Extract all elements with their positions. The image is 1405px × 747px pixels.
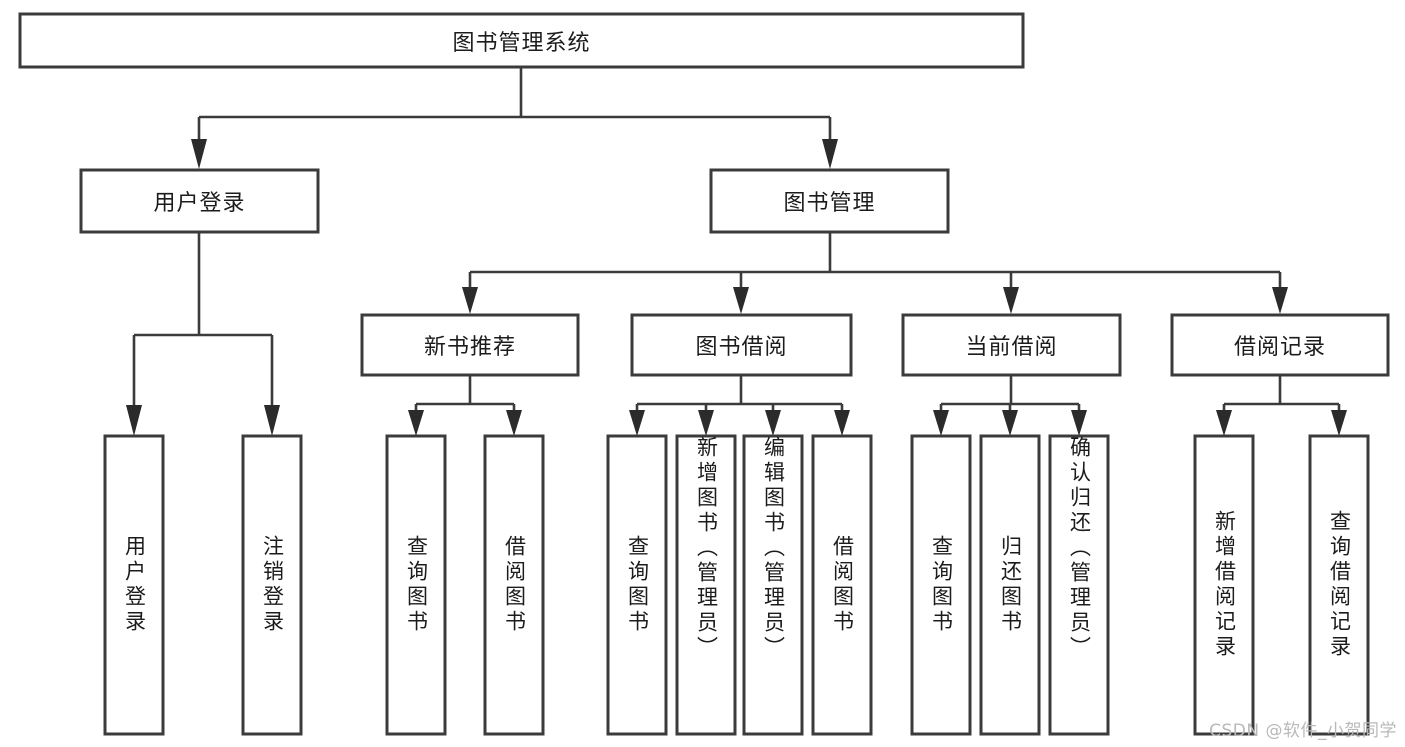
node-box-leaf-query-book-3[interactable] xyxy=(910,434,972,736)
node-box-leaf-logout[interactable] xyxy=(241,434,303,736)
node-box-borrow-record[interactable] xyxy=(1170,313,1390,377)
node-box-book-borrow[interactable] xyxy=(630,313,853,377)
watermark-text: CSDN @软件_小贺同学 xyxy=(1209,721,1397,741)
node-box-leaf-edit-book[interactable] xyxy=(742,434,804,736)
arrow-head-user-login xyxy=(191,139,207,169)
node-box-leaf-user-login[interactable] xyxy=(103,434,165,736)
node-box-user-login[interactable] xyxy=(79,168,320,234)
arrow-head-leaf-logout xyxy=(264,405,280,436)
node-box-leaf-query-book-1[interactable] xyxy=(385,434,447,736)
arrow-head-leaf-query-book-2 xyxy=(629,410,645,436)
node-box-leaf-query-book-2[interactable] xyxy=(606,434,668,736)
node-box-leaf-add-book[interactable] xyxy=(675,434,737,736)
arrow-head-leaf-borrow-book-1 xyxy=(506,410,522,436)
arrow-head-leaf-user-login xyxy=(126,405,142,436)
arrow-head-leaf-add-book xyxy=(698,410,714,436)
node-box-leaf-return-book[interactable] xyxy=(979,434,1041,736)
node-box-book-manage[interactable] xyxy=(709,168,950,234)
node-box-leaf-query-record[interactable] xyxy=(1308,434,1370,736)
arrow-head-leaf-query-record xyxy=(1331,410,1347,436)
arrow-head-borrow-record xyxy=(1272,287,1288,314)
node-box-leaf-borrow-book-1[interactable] xyxy=(483,434,545,736)
node-box-leaf-add-record[interactable] xyxy=(1193,434,1255,736)
node-box-current-borrow[interactable] xyxy=(901,313,1122,377)
arrow-head-book-manage xyxy=(822,139,838,169)
arrow-head-current-borrow xyxy=(1003,287,1019,314)
node-box-root[interactable] xyxy=(18,12,1025,69)
arrow-head-leaf-return-book xyxy=(1002,410,1018,436)
arrow-head-leaf-borrow-book-2 xyxy=(834,410,850,436)
node-box-leaf-borrow-book-2[interactable] xyxy=(811,434,873,736)
arrow-head-leaf-query-book-3 xyxy=(933,410,949,436)
arrow-head-leaf-confirm-return xyxy=(1071,410,1087,436)
node-box-leaf-confirm-return[interactable] xyxy=(1048,434,1110,736)
arrow-head-book-borrow xyxy=(733,287,749,314)
arrow-head-leaf-edit-book xyxy=(765,410,781,436)
arrow-head-leaf-query-book-1 xyxy=(408,410,424,436)
arrow-head-leaf-add-record xyxy=(1216,410,1232,436)
box-layer xyxy=(18,12,1390,736)
arrow-head-new-book-rec xyxy=(462,287,478,314)
node-box-new-book-rec[interactable] xyxy=(360,313,580,377)
connector-layer xyxy=(126,67,1347,436)
